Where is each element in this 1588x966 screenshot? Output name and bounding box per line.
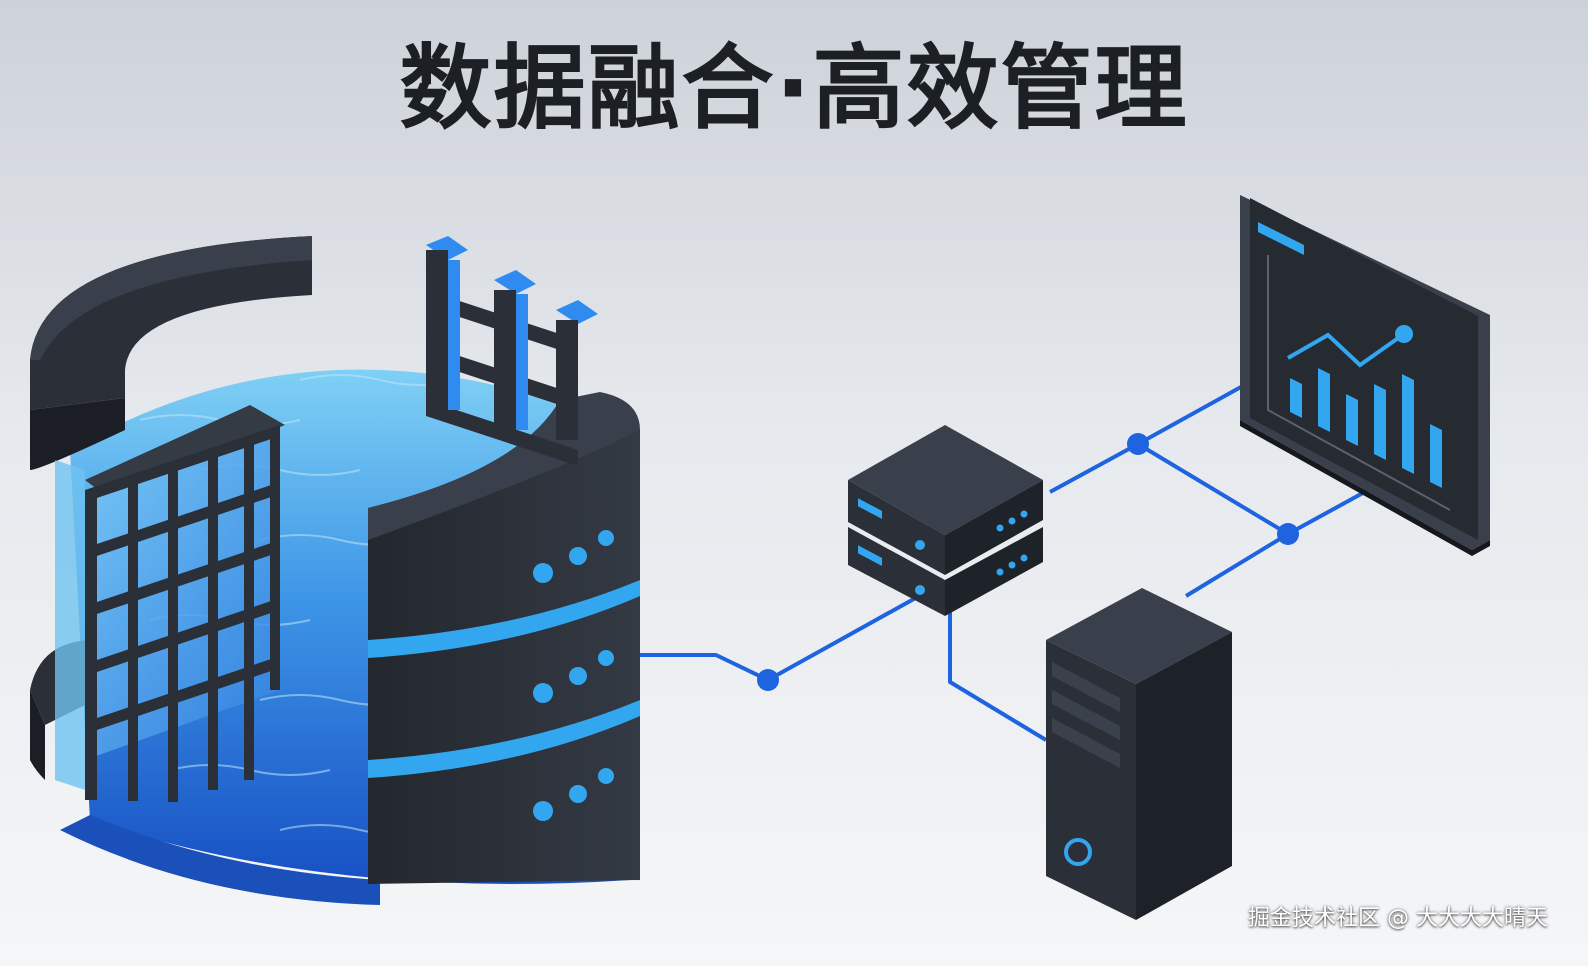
network-nodes xyxy=(757,433,1299,691)
link-node-to-node xyxy=(1136,442,1290,536)
link-lake-to-router xyxy=(640,588,931,682)
node-dot xyxy=(1127,433,1149,455)
analytics-dashboard-icon xyxy=(1240,195,1490,556)
link-tower-to-dashboard xyxy=(1184,486,1373,598)
node-dot xyxy=(1277,523,1299,545)
database-cylinder-icon xyxy=(30,236,640,905)
page-title: 数据融合·高效管理 xyxy=(399,35,1189,142)
network-switch-icon xyxy=(848,425,1043,616)
server-tower-icon xyxy=(1046,588,1232,920)
node-dot xyxy=(757,669,779,691)
link-router-to-tower xyxy=(948,610,1048,742)
link-router-to-dashboard xyxy=(1049,380,1251,494)
building-icon xyxy=(426,236,598,466)
cylinder-led-dots xyxy=(533,530,614,821)
watermark: 掘金技术社区 @ 大大大大晴天 xyxy=(1248,906,1548,931)
building-icon xyxy=(55,405,285,802)
